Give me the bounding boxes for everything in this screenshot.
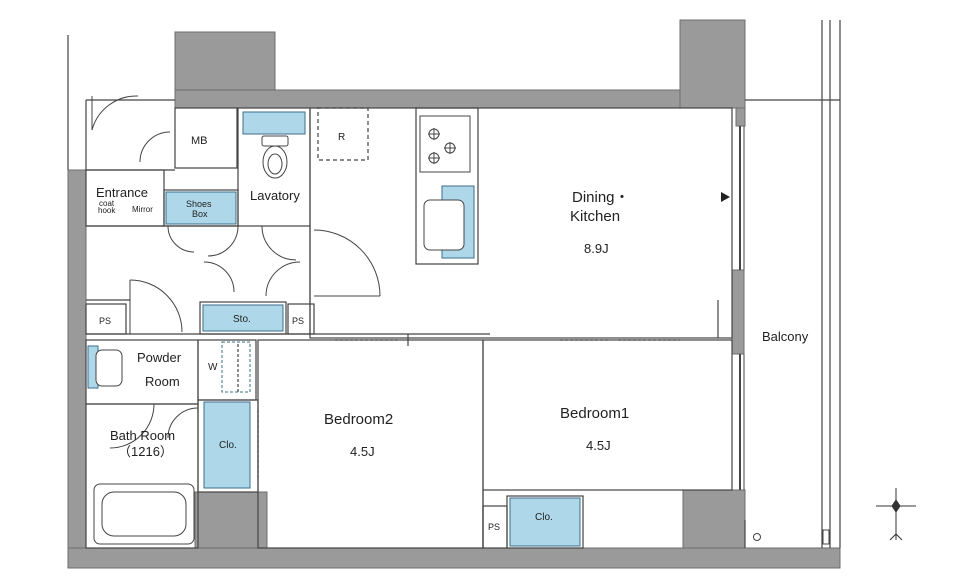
closet-bottom-fill: [509, 497, 581, 547]
wall-right-pillar-bottom: [682, 489, 746, 549]
wall-left: [67, 169, 87, 569]
fixtures: [87, 111, 581, 547]
label-bath-1: Bath Room: [110, 428, 175, 443]
washer-outline: [197, 339, 257, 401]
entry-arrow-icon: [721, 192, 730, 202]
wall-bath-pillar: [194, 491, 268, 549]
label-refrigerator: R: [338, 132, 345, 143]
label-bath-2: （1216）: [118, 444, 173, 459]
label-lavatory: Lavatory: [250, 188, 300, 203]
mb-closet: [174, 107, 238, 169]
label-entrance: Entrance: [96, 185, 148, 200]
kitchen-counter: [415, 107, 479, 265]
closet-bottom-outline: [506, 495, 584, 549]
label-ps-bottom: PS: [488, 522, 500, 532]
label-dining-size: 8.9J: [584, 241, 609, 256]
door-swings: [91, 95, 381, 449]
label-washer: W: [208, 362, 218, 373]
wall-right-mid: [731, 269, 745, 355]
refrigerator-space: [317, 107, 369, 161]
label-mirror: Mirror: [132, 205, 153, 214]
label-bedroom1: Bedroom1: [560, 405, 629, 422]
wall-right-upper: [735, 107, 746, 127]
wall-top-band: [174, 89, 681, 109]
label-shoes-2: Box: [192, 209, 208, 219]
label-shoes-1: Shoes: [186, 199, 212, 209]
wall-bottom: [67, 547, 841, 569]
storage-fill: [202, 304, 284, 332]
label-closet-left: Clo.: [219, 440, 237, 451]
lavatory-sink-fill: [242, 111, 306, 135]
drain-icon: [753, 533, 761, 541]
label-dining-1: Dining・: [572, 189, 630, 206]
closet-left-fill: [203, 401, 251, 489]
ps-left-box: [85, 303, 127, 335]
toilet-icon: [261, 135, 289, 179]
bathtub-icon: [93, 483, 195, 545]
label-coat-hook-1: coat: [99, 199, 115, 208]
gas-stove-icon: [419, 115, 471, 173]
label-powder-2: Room: [145, 374, 180, 389]
label-powder-1: Powder: [137, 350, 182, 365]
label-storage: Sto.: [233, 314, 251, 325]
label-mb: MB: [191, 135, 208, 147]
sink-icon: [423, 199, 465, 251]
label-balcony: Balcony: [762, 329, 809, 344]
dining-kitchen-outline: [309, 107, 733, 339]
label-bedroom1-size: 4.5J: [586, 438, 611, 453]
label-dining-2: Kitchen: [570, 208, 620, 225]
label-ps-left: PS: [99, 316, 111, 326]
wall-top-right-block: [679, 19, 746, 109]
label-closet-bottom: Clo.: [535, 512, 553, 523]
label-ps-center: PS: [292, 316, 304, 326]
label-bedroom2: Bedroom2: [324, 411, 393, 428]
washbasin-icon: [95, 349, 123, 387]
interior-lines: [67, 20, 841, 549]
shoes-box-fill: [165, 191, 237, 225]
label-bedroom2-size: 4.5J: [350, 444, 375, 459]
compass-icon: [876, 488, 916, 541]
washer-drain-fill: [221, 341, 251, 393]
label-coat-hook-2: hook: [98, 206, 116, 215]
labels: Entrance coat hook Mirror MB Shoes Box L…: [96, 132, 809, 532]
balcony-cap: [822, 529, 830, 545]
